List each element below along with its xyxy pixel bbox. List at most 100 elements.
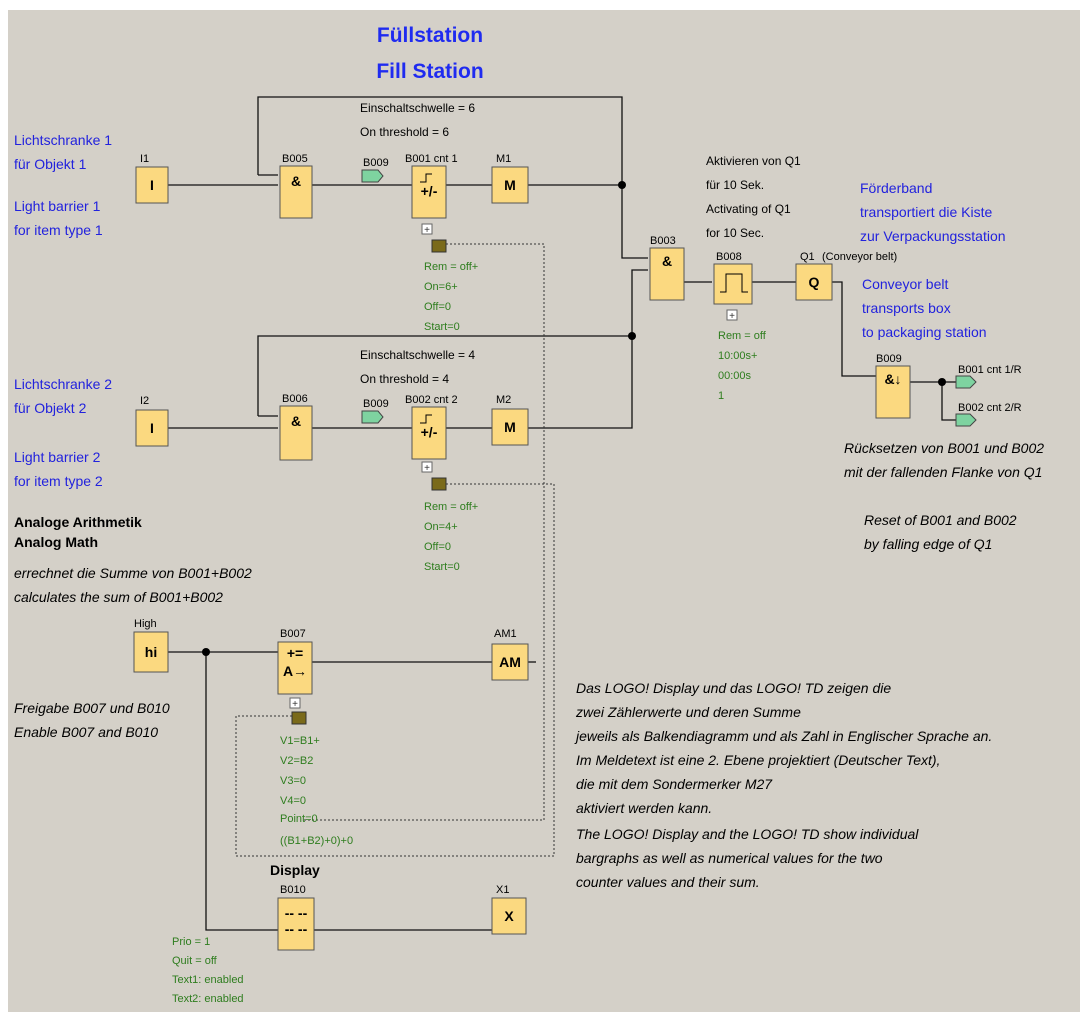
b010-param-quit: Quit = off: [172, 955, 218, 967]
and-block-b003[interactable]: [649, 247, 685, 301]
b002-label: B002 cnt 2: [405, 394, 458, 406]
wire-q1-b009: [832, 281, 876, 377]
conveyor-en-3: to packaging station: [862, 324, 987, 340]
and-block-b005[interactable]: [279, 165, 313, 219]
reset-note-de-1: Rücksetzen von B001 und B002: [844, 440, 1044, 456]
q1-note: (Conveyor belt): [822, 251, 897, 263]
conveyor-de-2: transportiert die Kiste: [860, 204, 992, 220]
wire-m2-b003: [528, 269, 648, 429]
b002-expand-symbol: +: [424, 463, 430, 474]
i1-symbol: I: [150, 177, 154, 193]
title-en: Fill Station: [376, 60, 483, 83]
label-light-barrier-1-de-line1: Lichtschranke 1: [14, 132, 112, 148]
enable-note-de: Freigabe B007 und B010: [14, 700, 170, 716]
q1-label: Q1: [800, 251, 815, 263]
b008-param-rem: Rem = off: [718, 330, 767, 342]
input-block-i1[interactable]: [135, 166, 169, 204]
dotted-link-b001-params: [304, 243, 545, 821]
label-light-barrier-2-en-line2: for item type 2: [14, 473, 103, 489]
display-note-2: zwei Zählerwerte und deren Summe: [575, 704, 801, 720]
reset-note-en-1: Reset of B001 and B002: [864, 512, 1017, 528]
high-symbol: hi: [145, 644, 157, 660]
analog-marker-block-am1[interactable]: [491, 643, 529, 681]
i1-label: I1: [140, 153, 149, 165]
b007-memo-icon[interactable]: [291, 711, 307, 725]
threshold-1-en: On threshold = 6: [360, 125, 449, 139]
x1-symbol: X: [504, 908, 514, 924]
display-note-4: Im Meldetext ist eine 2. Ebene projektie…: [576, 752, 940, 768]
timer-note-2: für 10 Sek.: [706, 178, 764, 192]
b001-symbol: +/-: [421, 183, 438, 199]
b001-param-on: On=6+: [424, 281, 458, 293]
b002-memo-icon[interactable]: [431, 477, 447, 491]
marker-block-m2[interactable]: [491, 408, 529, 446]
b008-param-off: 00:00s: [718, 370, 752, 382]
reset-b001-label: B001 cnt 1/R: [958, 364, 1022, 376]
output-block-q1[interactable]: [795, 263, 833, 301]
m2-symbol: M: [504, 419, 516, 435]
b001-param-off: Off=0: [424, 301, 451, 313]
threshold-1-de: Einschaltschwelle = 6: [360, 101, 475, 115]
counter-block-b001[interactable]: [411, 165, 447, 219]
b010-param-text2: Text2: enabled: [172, 993, 244, 1005]
conveyor-en-2: transports box: [862, 300, 951, 316]
edge-and-block-b009[interactable]: [875, 365, 911, 419]
analog-title-de: Analoge Arithmetik: [14, 514, 142, 530]
b007-symbol-2: A→: [283, 663, 307, 679]
label-light-barrier-2-de-line1: Lichtschranke 2: [14, 376, 112, 392]
b002-edge-icon: [420, 414, 432, 424]
m2-label: M2: [496, 394, 511, 406]
b001-expand-symbol: +: [424, 225, 430, 236]
b002-expand-icon[interactable]: [421, 461, 433, 473]
m1-symbol: M: [504, 177, 516, 193]
display-note-5: die mit dem Sondermerker M27: [576, 776, 773, 792]
conveyor-en-1: Conveyor belt: [862, 276, 948, 292]
marker-block-m1[interactable]: [491, 166, 529, 204]
b002-param-on: On=4+: [424, 521, 458, 533]
b008-param-on: 10:00s+: [718, 350, 757, 362]
b007-param-v4: V4=0: [280, 795, 306, 807]
timer-block-b008[interactable]: [713, 263, 753, 305]
wire-m1-feedback-b003: [257, 96, 648, 259]
b005-symbol: &: [291, 173, 301, 189]
b007-param-v1: V1=B1+: [280, 735, 320, 747]
am1-symbol: AM: [499, 654, 521, 670]
b008-expand-icon[interactable]: [726, 309, 738, 321]
b007-param-v2: V2=B2: [280, 755, 313, 767]
b001-param-start: Start=0: [424, 321, 460, 333]
label-light-barrier-2-en-line1: Light barrier 2: [14, 449, 101, 465]
wire-high-b010: [205, 652, 278, 931]
and-block-b006[interactable]: [279, 405, 313, 461]
b007-symbol-1: +=: [287, 645, 303, 661]
b006-label: B006: [282, 393, 308, 405]
label-light-barrier-2-de-line2: für Objekt 2: [14, 400, 87, 416]
reset-b002-label: B002 cnt 2/R: [958, 402, 1022, 414]
reset-note-en-2: by falling edge of Q1: [864, 536, 992, 552]
math-block-b007[interactable]: [277, 641, 313, 695]
b001-expand-icon[interactable]: [421, 223, 433, 235]
b003-label: B003: [650, 235, 676, 247]
b002-param-rem: Rem = off+: [424, 501, 478, 513]
b003-symbol: &: [662, 253, 672, 269]
output-block-x1[interactable]: [491, 897, 527, 935]
input-block-i2[interactable]: [135, 409, 169, 447]
display-note-7: The LOGO! Display and the LOGO! TD show …: [576, 826, 919, 842]
b002-param-off: Off=0: [424, 541, 451, 553]
counter-block-b002[interactable]: [411, 406, 447, 460]
b009-label: B009: [876, 353, 902, 365]
message-block-b010[interactable]: [277, 897, 315, 951]
label-light-barrier-1-de-line2: für Objekt 1: [14, 156, 87, 172]
analog-title-en: Analog Math: [14, 534, 98, 550]
b001-memo-icon[interactable]: [431, 239, 447, 253]
b010-symbol-2: -- --: [285, 921, 308, 937]
b007-expand-icon[interactable]: [289, 697, 301, 709]
b009-tag-label-2: B009: [363, 398, 389, 410]
constant-block-high[interactable]: [133, 631, 169, 673]
display-title: Display: [270, 862, 320, 878]
b008-pulse-icon: [720, 273, 748, 293]
display-note-6: aktiviert werden kann.: [576, 800, 712, 816]
b001-param-rem: Rem = off+: [424, 261, 478, 273]
b007-label: B007: [280, 628, 306, 640]
b009-symbol: &↓: [884, 371, 901, 387]
